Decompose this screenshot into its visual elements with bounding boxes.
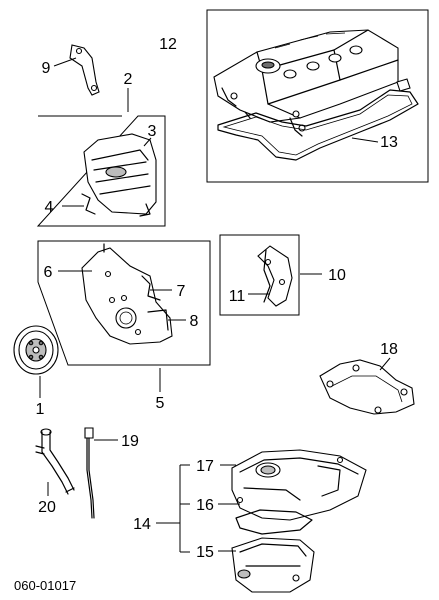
callout-4: 4 <box>45 199 54 216</box>
callout-6: 6 <box>44 264 53 281</box>
callout-8: 8 <box>190 313 199 330</box>
oil-pan-upper <box>231 449 367 521</box>
callout-17: 17 <box>196 458 214 475</box>
callout-13: 13 <box>380 134 398 151</box>
head-cover-gasket-inner <box>222 94 413 156</box>
drawing-code: 060-01017 <box>14 578 76 593</box>
callout-15: 15 <box>196 544 214 561</box>
callout-16: 16 <box>196 497 214 514</box>
callout-19: 19 <box>121 433 139 450</box>
bracket-group-frame <box>219 234 300 316</box>
timing-cover-upper-frame <box>36 115 166 227</box>
callout-9: 9 <box>42 60 51 77</box>
timing-belt-bracket <box>69 44 100 96</box>
head-cover-gasket <box>217 89 419 161</box>
callout-5: 5 <box>156 395 165 412</box>
callout-20: 20 <box>38 499 56 516</box>
callout-14: 14 <box>133 516 151 533</box>
callout-10: 10 <box>328 267 346 284</box>
callout-12: 12 <box>159 36 177 53</box>
leader-9 <box>53 57 77 67</box>
cylinder-head-cover <box>213 29 411 137</box>
callout-18: 18 <box>380 341 398 358</box>
oil-pan-gasket <box>235 509 313 535</box>
callout-2: 2 <box>124 71 133 88</box>
callout-1: 1 <box>36 401 45 418</box>
leader-13 <box>351 137 379 143</box>
oil-level-gauge-guide <box>35 428 75 495</box>
upper-timing-cover <box>81 133 157 217</box>
cylinder-head-cover-frame <box>206 9 429 183</box>
oil-level-gauge <box>84 427 95 519</box>
oil-pan-lower <box>231 537 315 593</box>
callout-7: 7 <box>177 283 186 300</box>
oil-baffle-plate <box>319 359 415 415</box>
leader-18 <box>379 357 391 371</box>
callout-3: 3 <box>148 123 157 140</box>
crankshaft-pulley <box>13 325 59 375</box>
engine-mount-bracket <box>257 245 293 307</box>
lower-timing-cover <box>81 243 173 345</box>
leader-3 <box>143 137 152 147</box>
leader-14 <box>156 464 190 553</box>
timing-cover-lower-frame <box>37 240 211 366</box>
callout-11: 11 <box>229 288 246 305</box>
